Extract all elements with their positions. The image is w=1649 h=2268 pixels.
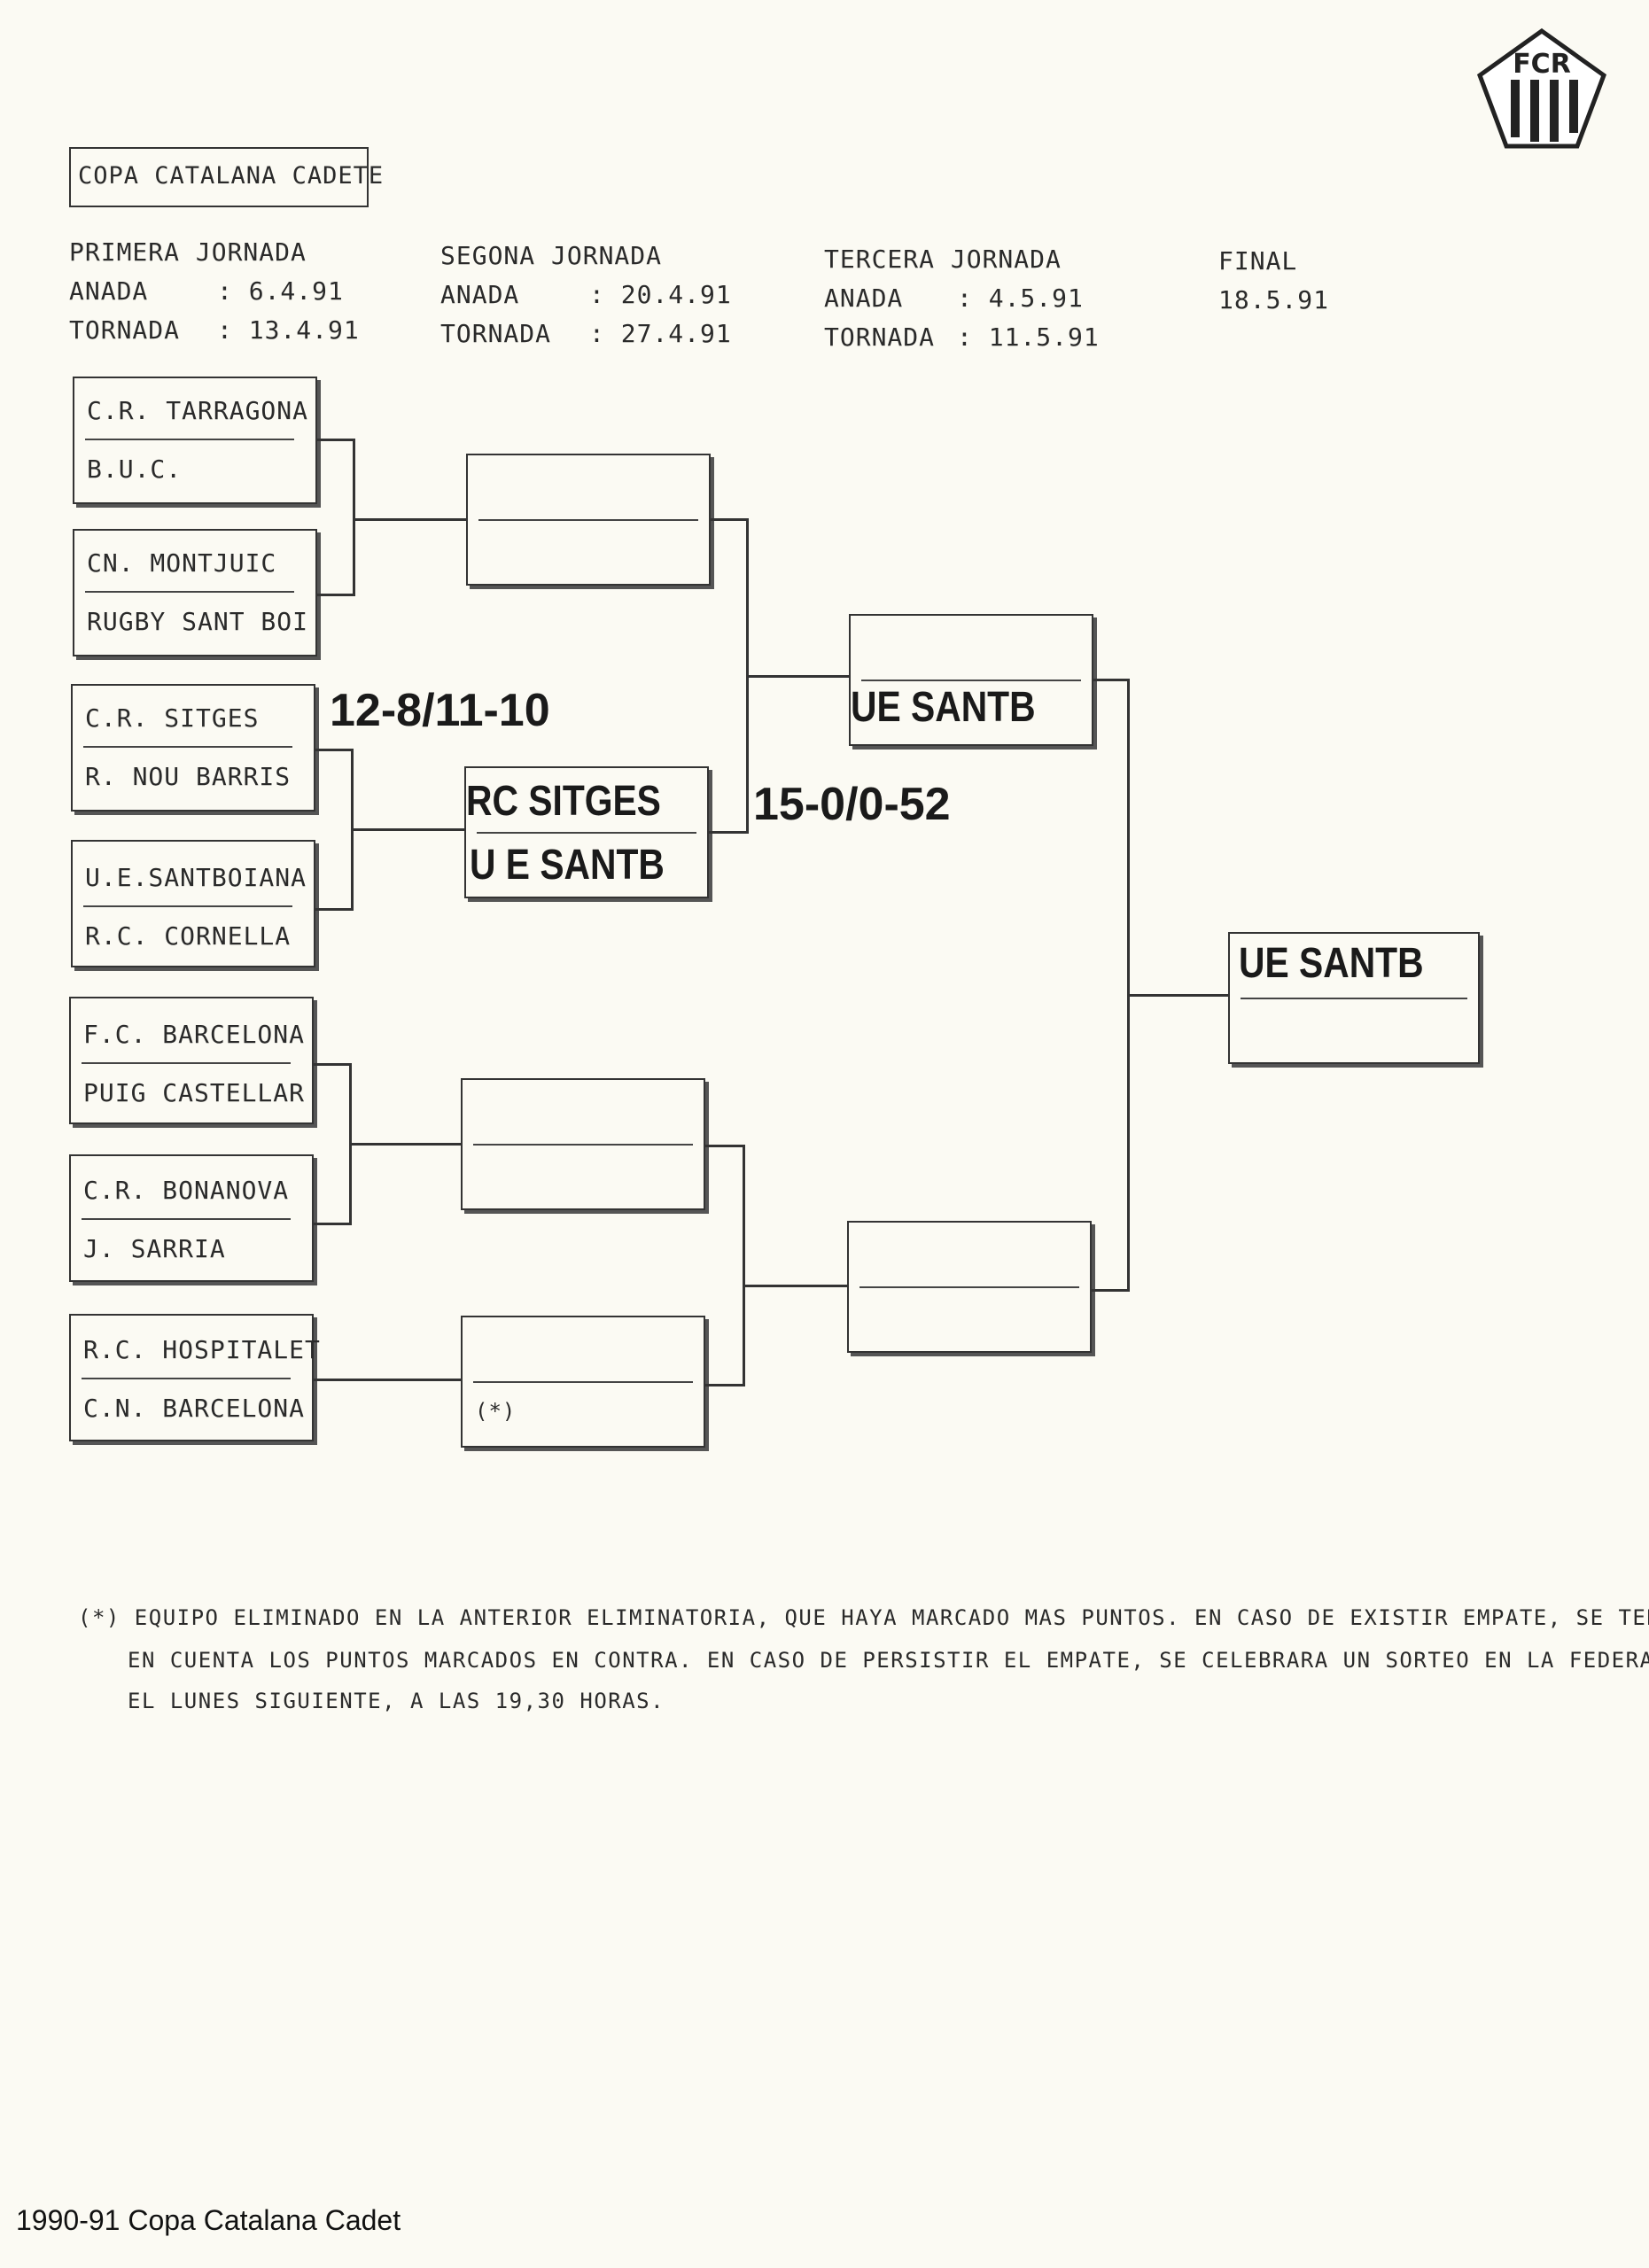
divider [860, 1286, 1079, 1288]
divider [83, 905, 292, 907]
connector [707, 831, 748, 834]
connector [312, 1379, 461, 1381]
connector [314, 908, 353, 911]
connector [746, 675, 849, 678]
team-name: C.R. SITGES [85, 703, 260, 733]
divider [1241, 998, 1467, 999]
team-name-handwritten: RC SITGES [466, 778, 661, 825]
team-name: C.R. BONANOVA [83, 1176, 290, 1205]
connector [709, 518, 748, 521]
schedule-key: TORNADA [440, 319, 552, 348]
schedule-label: SEGONA JORNADA [440, 241, 663, 270]
divider [473, 1144, 693, 1146]
final-box: UE SANTB [1228, 932, 1480, 1064]
team-name: RUGBY SANT BOI [87, 607, 309, 636]
schedule-key: TORNADA [69, 315, 181, 345]
divider [473, 1381, 693, 1383]
connector [1090, 1289, 1129, 1292]
team-name: R.C. HOSPITALET [83, 1335, 321, 1364]
divider [478, 519, 698, 521]
schedule-label: FINAL [1218, 246, 1298, 276]
match-box-r1: R.C. HOSPITALET C.N. BARCELONA [69, 1314, 320, 1441]
team-name: R. NOU BARRIS [85, 762, 292, 791]
team-name: C.R. TARRAGONA [87, 396, 309, 425]
asterisk-note-marker: (*) [475, 1399, 517, 1424]
divider [82, 1218, 291, 1220]
divider [82, 1062, 291, 1064]
team-name: C.N. BARCELONA [83, 1394, 306, 1423]
team-name: CN. MONTJUIC [87, 548, 277, 578]
match-box-r1: CN. MONTJUIC RUGBY SANT BOI [73, 529, 317, 656]
team-name: J. SARRIA [83, 1234, 226, 1263]
match-box-r2 [461, 1078, 705, 1210]
connector [743, 1285, 847, 1287]
divider [85, 591, 294, 593]
match-box-r1: C.R. BONANOVA J. SARRIA [69, 1154, 314, 1282]
match-box-r2 [466, 454, 711, 586]
schedule-key: TORNADA [824, 322, 936, 352]
champion-name: UE SANTB [1239, 940, 1424, 987]
connector [1127, 679, 1130, 1292]
match-box-r1: C.R. SITGES R. NOU BARRIS [71, 684, 315, 812]
connector [743, 1145, 745, 1386]
divider [83, 746, 292, 748]
divider [477, 832, 696, 834]
match-box-r1: F.C. BARCELONA PUIG CASTELLAR [69, 997, 314, 1124]
schedule-value: 18.5.91 [1218, 285, 1330, 315]
schedule-label: TERCERA JORNADA [824, 245, 1062, 274]
schedule-key: ANADA [440, 280, 520, 309]
logo-text: FCR [1513, 49, 1571, 80]
schedule-value: : 11.5.91 [957, 322, 1100, 352]
connector [704, 1384, 744, 1386]
connector [315, 439, 354, 441]
connector [351, 828, 464, 831]
score-round2: 12-8/11-10 [330, 685, 550, 736]
connector [314, 749, 353, 751]
divider [85, 439, 294, 440]
divider [82, 1378, 291, 1379]
footnote-line: (*) EQUIPO ELIMINADO EN LA ANTERIOR ELIM… [78, 1605, 1649, 1630]
team-name-handwritten: U E SANTB [470, 842, 665, 889]
schedule-value: : 20.4.91 [589, 280, 732, 309]
schedule-value: : 4.5.91 [957, 284, 1084, 313]
page-title: COPA CATALANA CADETE [78, 162, 385, 190]
match-box-r1: U.E.SANTBOIANA R.C. CORNELLA [71, 840, 315, 967]
schedule-label: PRIMERA JORNADA [69, 237, 307, 267]
schedule-value: : 6.4.91 [217, 276, 344, 306]
image-caption: 1990-91 Copa Catalana Cadet [16, 2204, 401, 2236]
match-box-r2: (*) [461, 1316, 705, 1448]
connector [312, 1223, 351, 1225]
team-name: F.C. BARCELONA [83, 1020, 306, 1049]
schedule-value: : 27.4.91 [589, 319, 732, 348]
schedule-value: : 13.4.91 [217, 315, 360, 345]
footnote-line: EN CUENTA LOS PUNTOS MARCADOS EN CONTRA.… [128, 1648, 1649, 1673]
divider [861, 680, 1081, 681]
connector [1092, 679, 1129, 681]
match-box-r1: C.R. TARRAGONA B.U.C. [73, 377, 317, 504]
schedule-key: ANADA [824, 284, 904, 313]
team-name: R.C. CORNELLA [85, 921, 292, 951]
connector [1127, 994, 1228, 997]
schedule-key: ANADA [69, 276, 149, 306]
team-name: U.E.SANTBOIANA [85, 863, 307, 892]
connector [349, 1143, 461, 1146]
team-name: B.U.C. [87, 454, 183, 484]
connector [312, 1063, 351, 1066]
connector [353, 439, 355, 596]
title-box: COPA CATALANA CADETE [69, 147, 383, 207]
connector [704, 1145, 744, 1147]
team-name-handwritten: UE SANTB [851, 684, 1036, 731]
team-name: PUIG CASTELLAR [83, 1078, 306, 1107]
score-round3: 15-0/0-52 [753, 779, 951, 830]
match-box-r3 [847, 1221, 1092, 1353]
federation-logo: FCR [1476, 27, 1607, 149]
connector [315, 594, 354, 596]
connector [353, 518, 466, 521]
footnote-line: EL LUNES SIGUIENTE, A LAS 19,30 HORAS. [128, 1689, 665, 1713]
match-box-r3: UE SANTB [849, 614, 1093, 746]
match-box-r2: RC SITGES U E SANTB [464, 766, 709, 898]
